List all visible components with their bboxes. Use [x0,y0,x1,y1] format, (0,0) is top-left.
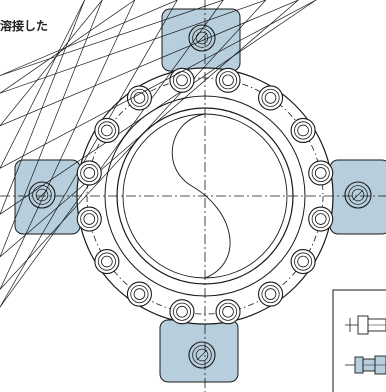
flange-bolt [0,0,284,111]
flange-bolt [0,0,120,275]
flange-bolt [0,0,316,275]
flange-bolt [0,0,284,307]
center-s-curve [171,113,231,279]
flange-bolt [0,0,241,93]
inset-frame [332,289,386,392]
flange-bolt [0,0,102,232]
flange-bolt [0,0,102,186]
lug-bolt-right [344,181,372,209]
flange-bolt [0,0,241,325]
lug-bolt-bottom [188,341,216,369]
flange-bolts [0,0,334,325]
flange-bolt [0,0,152,111]
caption-text: 溶接した [0,20,49,32]
flange-bolt [0,0,334,186]
inset-detail-panel [332,289,386,392]
inset-fastener-lower [345,355,386,375]
flange-bolt [0,0,316,143]
flange-bolt [0,0,195,325]
inset-fastener-upper [345,315,386,335]
flange-bolt [0,0,152,307]
flange-bolt [0,0,120,143]
flange-bolt [0,0,334,232]
